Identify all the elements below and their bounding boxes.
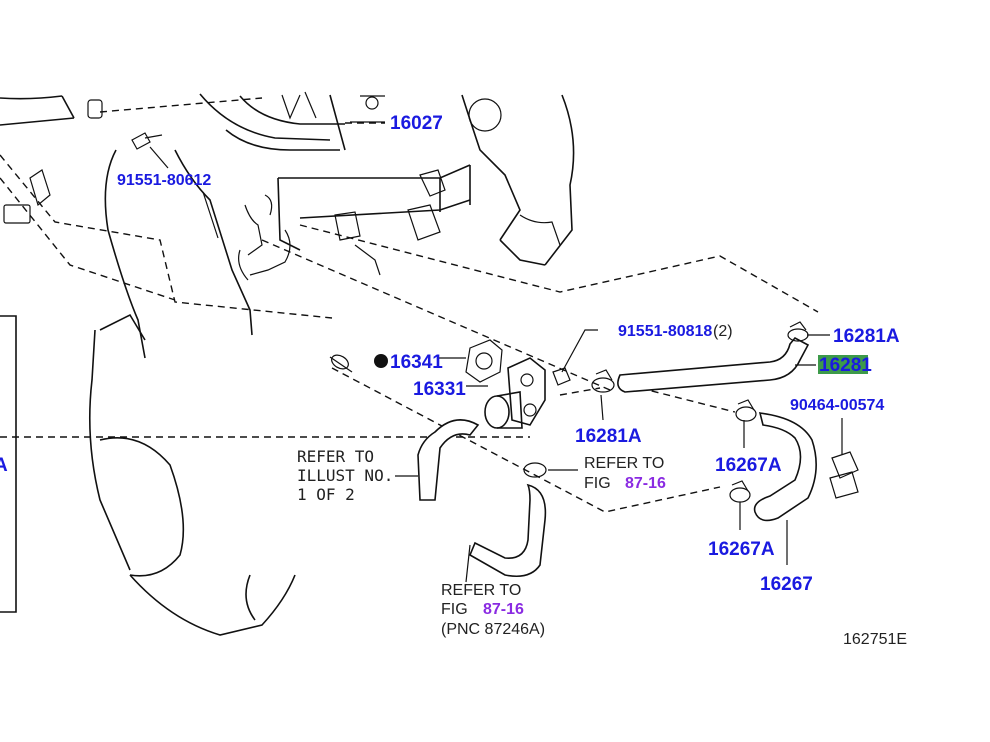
refer-fig-bottom-prefix: FIG <box>441 601 468 618</box>
clamp-16267A-lower-drawing <box>729 480 751 503</box>
clamp-16281A-top-drawing <box>787 321 809 342</box>
refer-illust-line1: REFER TO <box>297 447 374 466</box>
highlight-16281 <box>818 355 868 374</box>
part-label-16341[interactable]: 16341 <box>390 352 443 373</box>
bolt-91551-80612-drawing <box>131 132 163 150</box>
part-label-91551-80612[interactable]: 91551-80612 <box>117 172 211 189</box>
part-label-91551-80818[interactable]: 91551-80818 <box>618 323 712 340</box>
part-label-16267A-upper[interactable]: 16267A <box>715 455 782 476</box>
part-label-16281-highlighted[interactable]: 16281 <box>819 355 872 376</box>
part-label-16267A-lower[interactable]: 16267A <box>708 539 775 560</box>
bolt-91551-80818-drawing <box>552 367 571 386</box>
part-label-16027[interactable]: 16027 <box>390 113 443 134</box>
hose-16281-drawing <box>617 336 810 393</box>
fig-link-87-16-bottom[interactable]: 87-16 <box>483 601 524 618</box>
refer-illust-line3: 1 OF 2 <box>297 485 355 504</box>
part-qty-91551-80818: (2) <box>713 323 733 340</box>
part-label-16281A-top[interactable]: 16281A <box>833 326 900 347</box>
hose-16267-drawing <box>753 412 817 522</box>
part-label-left-edge-fragment[interactable]: A <box>0 455 8 476</box>
refer-fig-bottom-line1: REFER TO <box>441 582 521 599</box>
dashed-leaders <box>0 154 819 513</box>
part-label-16281A-bottom[interactable]: 16281A <box>575 426 642 447</box>
part-label-16267[interactable]: 16267 <box>760 574 813 595</box>
gasket-16341-drawing <box>465 339 503 383</box>
engine-drawing <box>0 91 575 636</box>
clamp-16281A-bottom-drawing <box>591 369 615 393</box>
fig-link-87-16-right[interactable]: 87-16 <box>625 475 666 492</box>
refer-fig-right-prefix: FIG <box>584 475 611 492</box>
refer-fig-right-line1: REFER TO <box>584 455 664 472</box>
part-label-16331[interactable]: 16331 <box>413 379 466 400</box>
parts-drawing <box>131 132 859 578</box>
illustration-id: 162751E <box>843 631 907 648</box>
refer-illust-line2: ILLUST NO. <box>297 466 393 485</box>
water-inlet-16331-drawing <box>484 357 546 429</box>
new-part-dot-icon <box>374 354 388 368</box>
clamp-16267A-upper-drawing <box>735 399 757 422</box>
lower-hoses-drawing <box>329 354 547 578</box>
refer-fig-bottom-pnc: (PNC 87246A) <box>441 621 545 638</box>
clip-90464-00574-drawing <box>829 451 859 499</box>
leader-lines <box>149 121 843 583</box>
part-label-90464-00574[interactable]: 90464-00574 <box>790 397 884 414</box>
